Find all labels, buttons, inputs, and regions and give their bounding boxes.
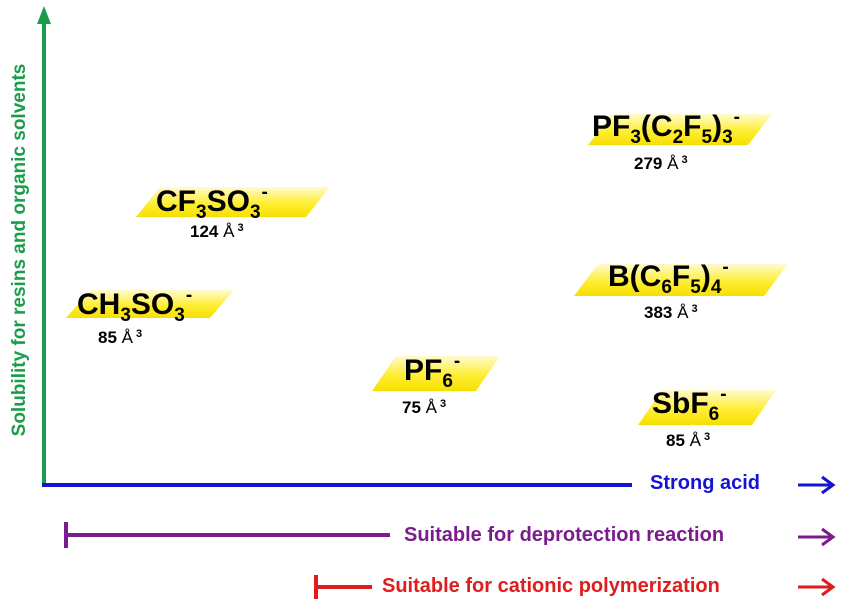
highlight-ch3so3 (66, 290, 234, 318)
anion-sbf6-formula: SbF6- (652, 384, 727, 425)
anion-ch3so3-formula: CH3SO3- (77, 285, 193, 326)
highlight-pf3c2f53 (588, 114, 772, 145)
y-axis-label: Solubility for resins and organic solven… (9, 63, 30, 437)
anion-pf6-formula: PF6- (404, 351, 461, 392)
highlight-pf6 (372, 356, 500, 391)
y-axis-arrowhead (37, 6, 51, 24)
highlight-sbf6 (638, 390, 776, 425)
polymerization-range-label: Suitable for cationic polymerization (382, 575, 720, 597)
x-axis-arrowhead (821, 475, 836, 495)
anion-pf3c2f53-formula: PF3(C2F5)3- (592, 107, 740, 148)
highlight-bc6f54 (574, 264, 788, 296)
deprotection-range-label: Suitable for deprotection reaction (404, 524, 725, 546)
deprotection-arrowhead (821, 527, 836, 547)
polymerization-arrowhead (821, 577, 836, 597)
highlight-cf3so3 (136, 187, 330, 217)
anion-cf3so3-formula: CF3SO3- (156, 182, 268, 223)
anion-bc6f54-formula: B(C6F5)4- (608, 257, 729, 298)
x-axis-label: Strong acid (650, 472, 761, 494)
